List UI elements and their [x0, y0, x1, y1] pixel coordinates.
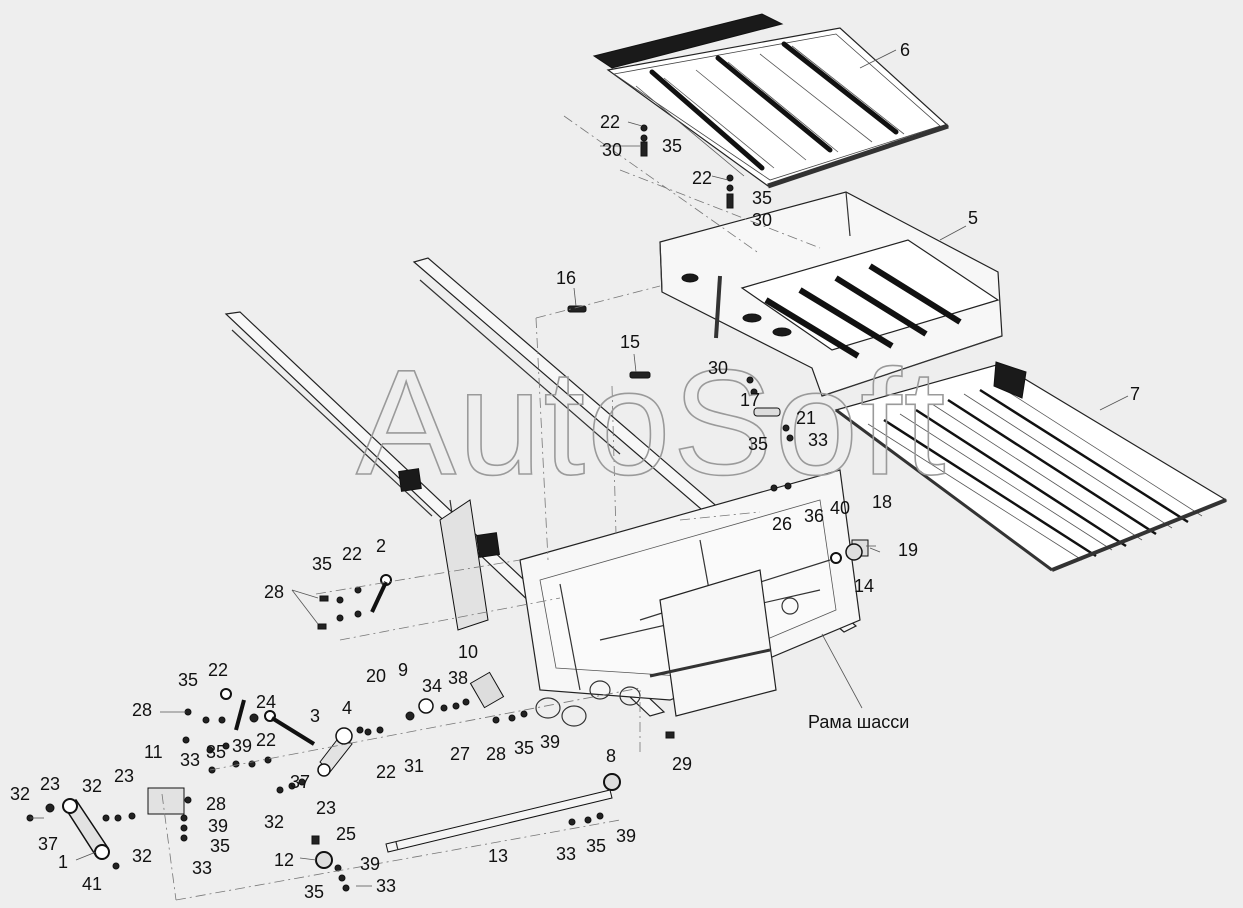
part-label: 34 [422, 676, 442, 696]
part-label: 39 [360, 854, 380, 874]
part-label: 16 [556, 268, 576, 288]
part-labels: 6 22 35 30 22 35 30 5 16 15 30 17 21 35 … [10, 40, 1140, 902]
part-7-lower-sieve [834, 361, 1228, 572]
part-label: 4 [342, 698, 352, 718]
part-label: 3 [310, 706, 320, 726]
part-label: 9 [398, 660, 408, 680]
part-label: 23 [316, 798, 336, 818]
part-label: 36 [804, 506, 824, 526]
part-label: 35 [514, 738, 534, 758]
levers [62, 543, 863, 869]
part-label: 23 [40, 774, 60, 794]
part-label: 33 [192, 858, 212, 878]
fasteners [26, 124, 869, 892]
part-label: 37 [290, 772, 310, 792]
part-label: 22 [342, 544, 362, 564]
part-label: 22 [692, 168, 712, 188]
part-label: 26 [772, 514, 792, 534]
part-label: 25 [336, 824, 356, 844]
part-label: 21 [796, 408, 816, 428]
part-label: 10 [458, 642, 478, 662]
part-label: 33 [180, 750, 200, 770]
part-label: 41 [82, 874, 102, 894]
part-13-shaft [385, 789, 613, 853]
part-label: 30 [752, 210, 772, 230]
part-label: 30 [602, 140, 622, 160]
part-label: 18 [872, 492, 892, 512]
part-label: 39 [540, 732, 560, 752]
part-label: 35 [304, 882, 324, 902]
part-label: 30 [708, 358, 728, 378]
part-label: 28 [486, 744, 506, 764]
part-label: 1 [58, 852, 68, 872]
chassis-frame [224, 257, 861, 727]
part-label: 33 [808, 430, 828, 450]
part-label: 40 [830, 498, 850, 518]
part-label: 37 [38, 834, 58, 854]
part-label: 7 [1130, 384, 1140, 404]
part-label: 27 [450, 744, 470, 764]
part-label: 8 [606, 746, 616, 766]
part-label: 13 [488, 846, 508, 866]
part-label: 33 [376, 876, 396, 896]
part-label: 19 [898, 540, 918, 560]
part-label: 12 [274, 850, 294, 870]
part-label: 28 [206, 794, 226, 814]
part-label: 22 [600, 112, 620, 132]
part-label: 22 [256, 730, 276, 750]
part-label: 35 [210, 836, 230, 856]
watermark: AutoSoft [356, 338, 947, 506]
part-label: 6 [900, 40, 910, 60]
part-label: 38 [448, 668, 468, 688]
leader-lines [30, 49, 1129, 901]
part-label: 31 [404, 756, 424, 776]
part-label: 33 [556, 844, 576, 864]
part-label: 39 [208, 816, 228, 836]
part-label: 11 [144, 742, 163, 762]
frame-label: Рама шасси [808, 712, 909, 732]
part-label: 32 [10, 784, 30, 804]
part-label: 35 [206, 742, 226, 762]
part-label: 5 [968, 208, 978, 228]
part-label: 39 [232, 736, 252, 756]
part-label: 32 [82, 776, 102, 796]
part-label: 20 [366, 666, 386, 686]
part-label: 28 [264, 582, 284, 602]
part-label: 15 [620, 332, 640, 352]
part-6-upper-sieve [592, 13, 950, 189]
part-label: 22 [208, 660, 228, 680]
part-label: 35 [312, 554, 332, 574]
part-label: 32 [132, 846, 152, 866]
part-label: 2 [376, 536, 386, 556]
part-label: 23 [114, 766, 134, 786]
part-label: 35 [662, 136, 682, 156]
part-label: 28 [132, 700, 152, 720]
part-label: 39 [616, 826, 636, 846]
part-5-sieve-frame [659, 191, 1003, 397]
part-label: 22 [376, 762, 396, 782]
part-label: 35 [752, 188, 772, 208]
part-label: 14 [854, 576, 874, 596]
part-label: 29 [672, 754, 692, 774]
part-label: 17 [740, 390, 760, 410]
part-label: 35 [586, 836, 606, 856]
part-label: 24 [256, 692, 276, 712]
part-label: 35 [178, 670, 198, 690]
part-label: 35 [748, 434, 768, 454]
part-label: 32 [264, 812, 284, 832]
